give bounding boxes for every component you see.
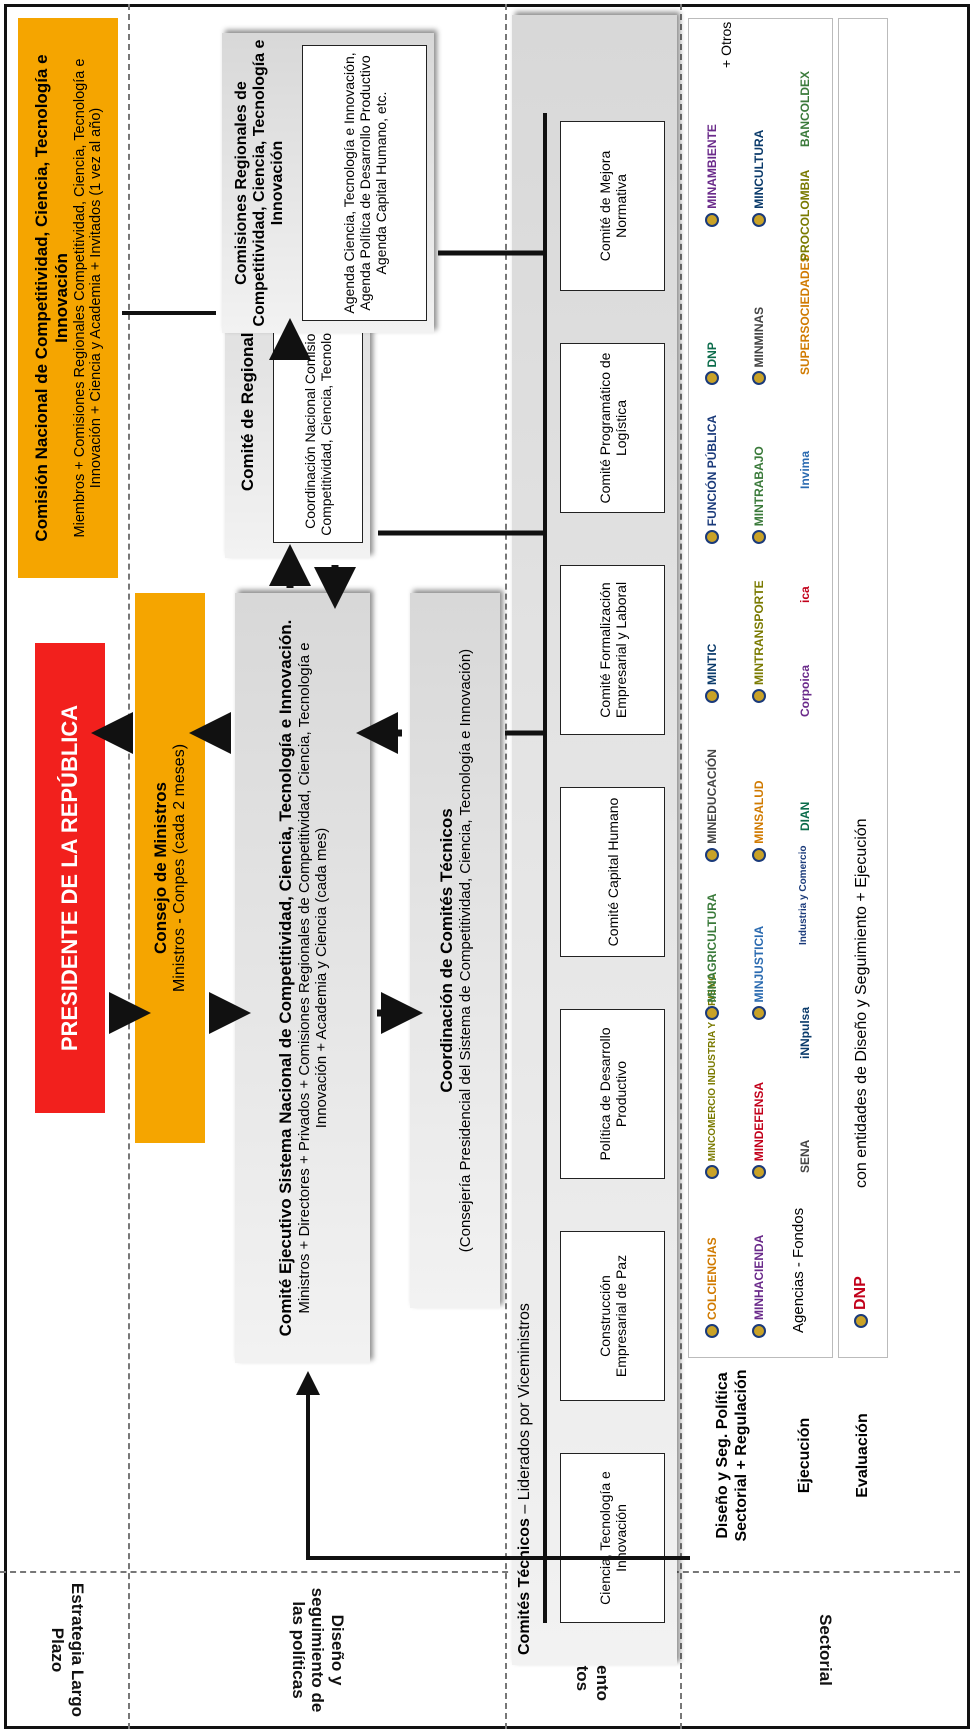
- feedback-loop-line: [296, 1371, 690, 1560]
